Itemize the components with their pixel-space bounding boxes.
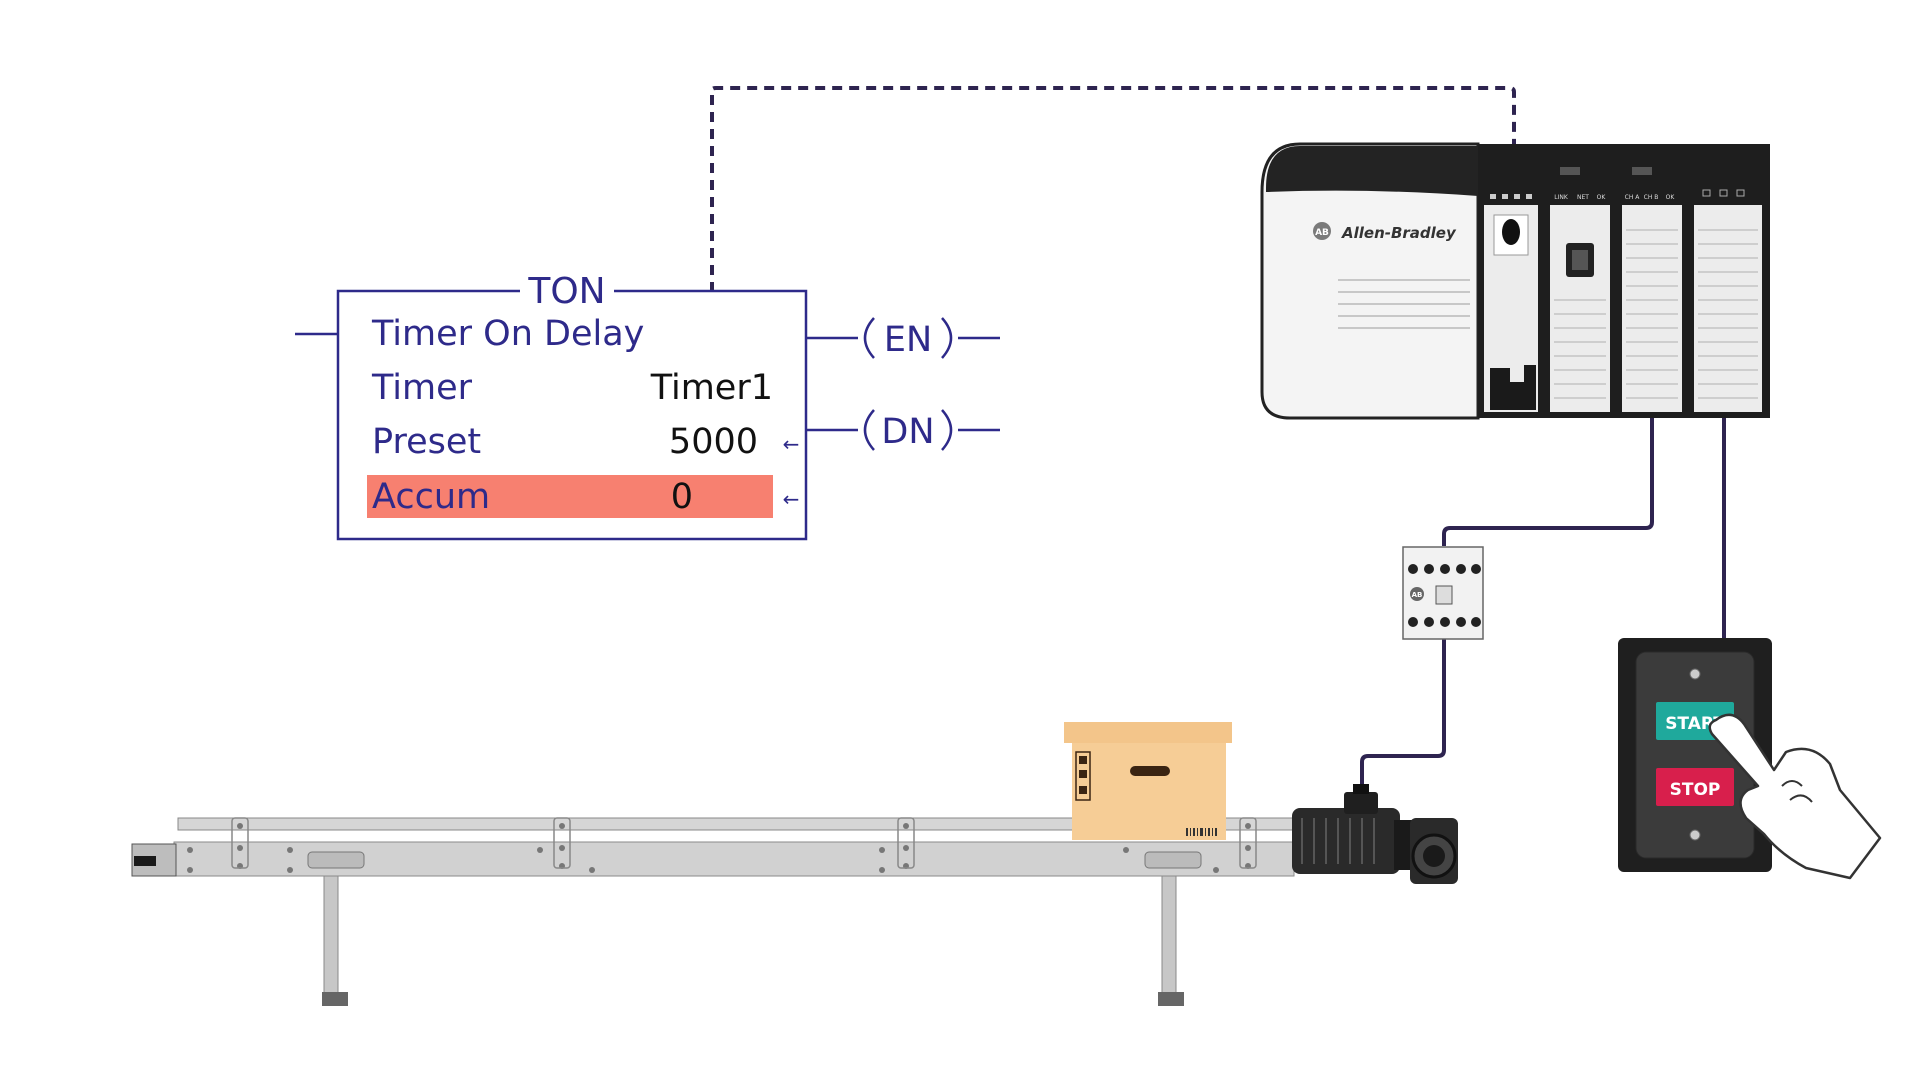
conveyor-foot-left	[322, 992, 348, 1006]
plc-status-led	[1719, 189, 1728, 197]
module-label-link: LINK	[1554, 194, 1569, 201]
plc-controller[interactable]: AB Allen-Bradley LINK NET OK CH A CH B O…	[1260, 142, 1770, 420]
hand-pointer-icon	[1708, 713, 1882, 880]
plc-status-led	[1702, 189, 1711, 197]
plc-module-face-2	[1550, 205, 1610, 412]
contactor-top-terminals	[1408, 564, 1481, 627]
accum-highlight	[367, 475, 773, 518]
box-lid	[1064, 722, 1232, 743]
cardboard-box	[1064, 722, 1232, 840]
box-handle-slot	[1130, 766, 1170, 776]
dn-coil-right-paren	[941, 409, 953, 451]
plc-status-led	[1526, 194, 1532, 199]
dn-coil-left-paren	[863, 409, 875, 451]
preset-arrow-icon: ←	[783, 432, 800, 456]
contactor-ab-badge	[1410, 587, 1424, 601]
ab-logo-text: AB	[1315, 228, 1329, 238]
module-label-ch-b: CH B	[1644, 194, 1659, 201]
start-stop-control-station[interactable]: START STOP	[1618, 638, 1772, 872]
contactor[interactable]: AB	[1402, 546, 1484, 640]
plc-chassis-top	[1266, 146, 1478, 196]
conveyor-leg-bracket	[307, 851, 365, 869]
en-coil-left-paren	[863, 317, 875, 359]
battery-door-icon	[1490, 365, 1536, 410]
contactor-to-motor-wire	[1360, 638, 1446, 790]
conveyor-leg-right	[1161, 859, 1177, 995]
module-label-net: NET	[1577, 194, 1589, 201]
stop-button-label: STOP	[1670, 780, 1721, 800]
plc-status-led	[1502, 194, 1508, 199]
module-4-io-lines	[1698, 229, 1758, 399]
conveyor-foot-right	[1158, 992, 1184, 1006]
contactor-ab-text: AB	[1412, 591, 1423, 599]
plc-status-led	[1514, 194, 1520, 199]
stop-button[interactable]	[1656, 768, 1734, 806]
station-screw-top	[1689, 668, 1701, 680]
dn-coil-label: DN	[881, 412, 934, 452]
module-label-ok-2: OK	[1666, 194, 1676, 201]
module-label-ok: OK	[1597, 194, 1607, 201]
box-body	[1072, 738, 1226, 840]
module-2-io-lines	[1554, 299, 1606, 399]
module-label-ch-a: CH A	[1625, 194, 1641, 201]
motor-body	[1292, 808, 1400, 874]
key-switch-knob	[1502, 219, 1520, 245]
conveyor-rail-bolts	[187, 823, 1251, 873]
accum-value[interactable]: 0	[671, 477, 693, 517]
plc-status-window	[1632, 167, 1652, 175]
accum-label: Accum	[372, 477, 490, 517]
conveyor-leg-bracket	[1144, 851, 1202, 869]
contactor-window	[1435, 585, 1453, 605]
motor-terminal-box	[1344, 792, 1378, 814]
en-coil-label: EN	[884, 320, 932, 360]
en-coil-right-paren	[941, 317, 953, 359]
accum-arrow-icon: ←	[783, 487, 800, 511]
conveyor-motor[interactable]	[1292, 784, 1458, 884]
plc-brand-label: Allen-Bradley	[1341, 224, 1457, 242]
motor-cooling-fins	[1301, 818, 1375, 864]
barcode-icon	[1186, 828, 1217, 836]
conveyor-rail-clips	[231, 817, 1257, 869]
ton-title-gap	[520, 283, 614, 297]
fragile-icon	[1075, 751, 1091, 801]
motor-terminal-cap	[1353, 784, 1369, 794]
en-output-coil[interactable]: EN	[806, 317, 1000, 360]
station-screw-bottom	[1689, 829, 1701, 841]
conveyor-leg-left	[323, 859, 339, 995]
module-3-io-lines	[1626, 229, 1678, 399]
plc-module-face-4	[1694, 205, 1762, 412]
plc-link-dashed-wire	[710, 86, 1516, 292]
preset-value[interactable]: 5000	[669, 422, 758, 462]
output-wire-to-contactor	[1442, 418, 1654, 546]
dn-output-coil[interactable]: DN	[806, 409, 1000, 452]
ab-logo-badge	[1313, 222, 1331, 240]
timer-label: Timer	[371, 368, 473, 408]
gearbox-shaft	[1423, 845, 1445, 867]
ton-instruction-name: Timer On Delay	[371, 314, 644, 354]
preset-label: Preset	[372, 422, 481, 462]
timer-value[interactable]: Timer1	[650, 368, 773, 408]
plc-status-led	[1490, 194, 1496, 199]
ton-title: TON	[527, 271, 605, 312]
plc-module-face-3	[1622, 205, 1682, 412]
ton-instruction-block[interactable]: TON Timer On Delay Timer Timer1 Preset 5…	[295, 271, 808, 541]
ethernet-port-inner	[1572, 250, 1588, 270]
conveyor-end-roller	[134, 856, 156, 866]
conveyor	[131, 817, 1299, 1006]
plc-status-led	[1736, 189, 1745, 197]
motor-flange	[1394, 820, 1412, 870]
plc-status-window	[1560, 167, 1580, 175]
